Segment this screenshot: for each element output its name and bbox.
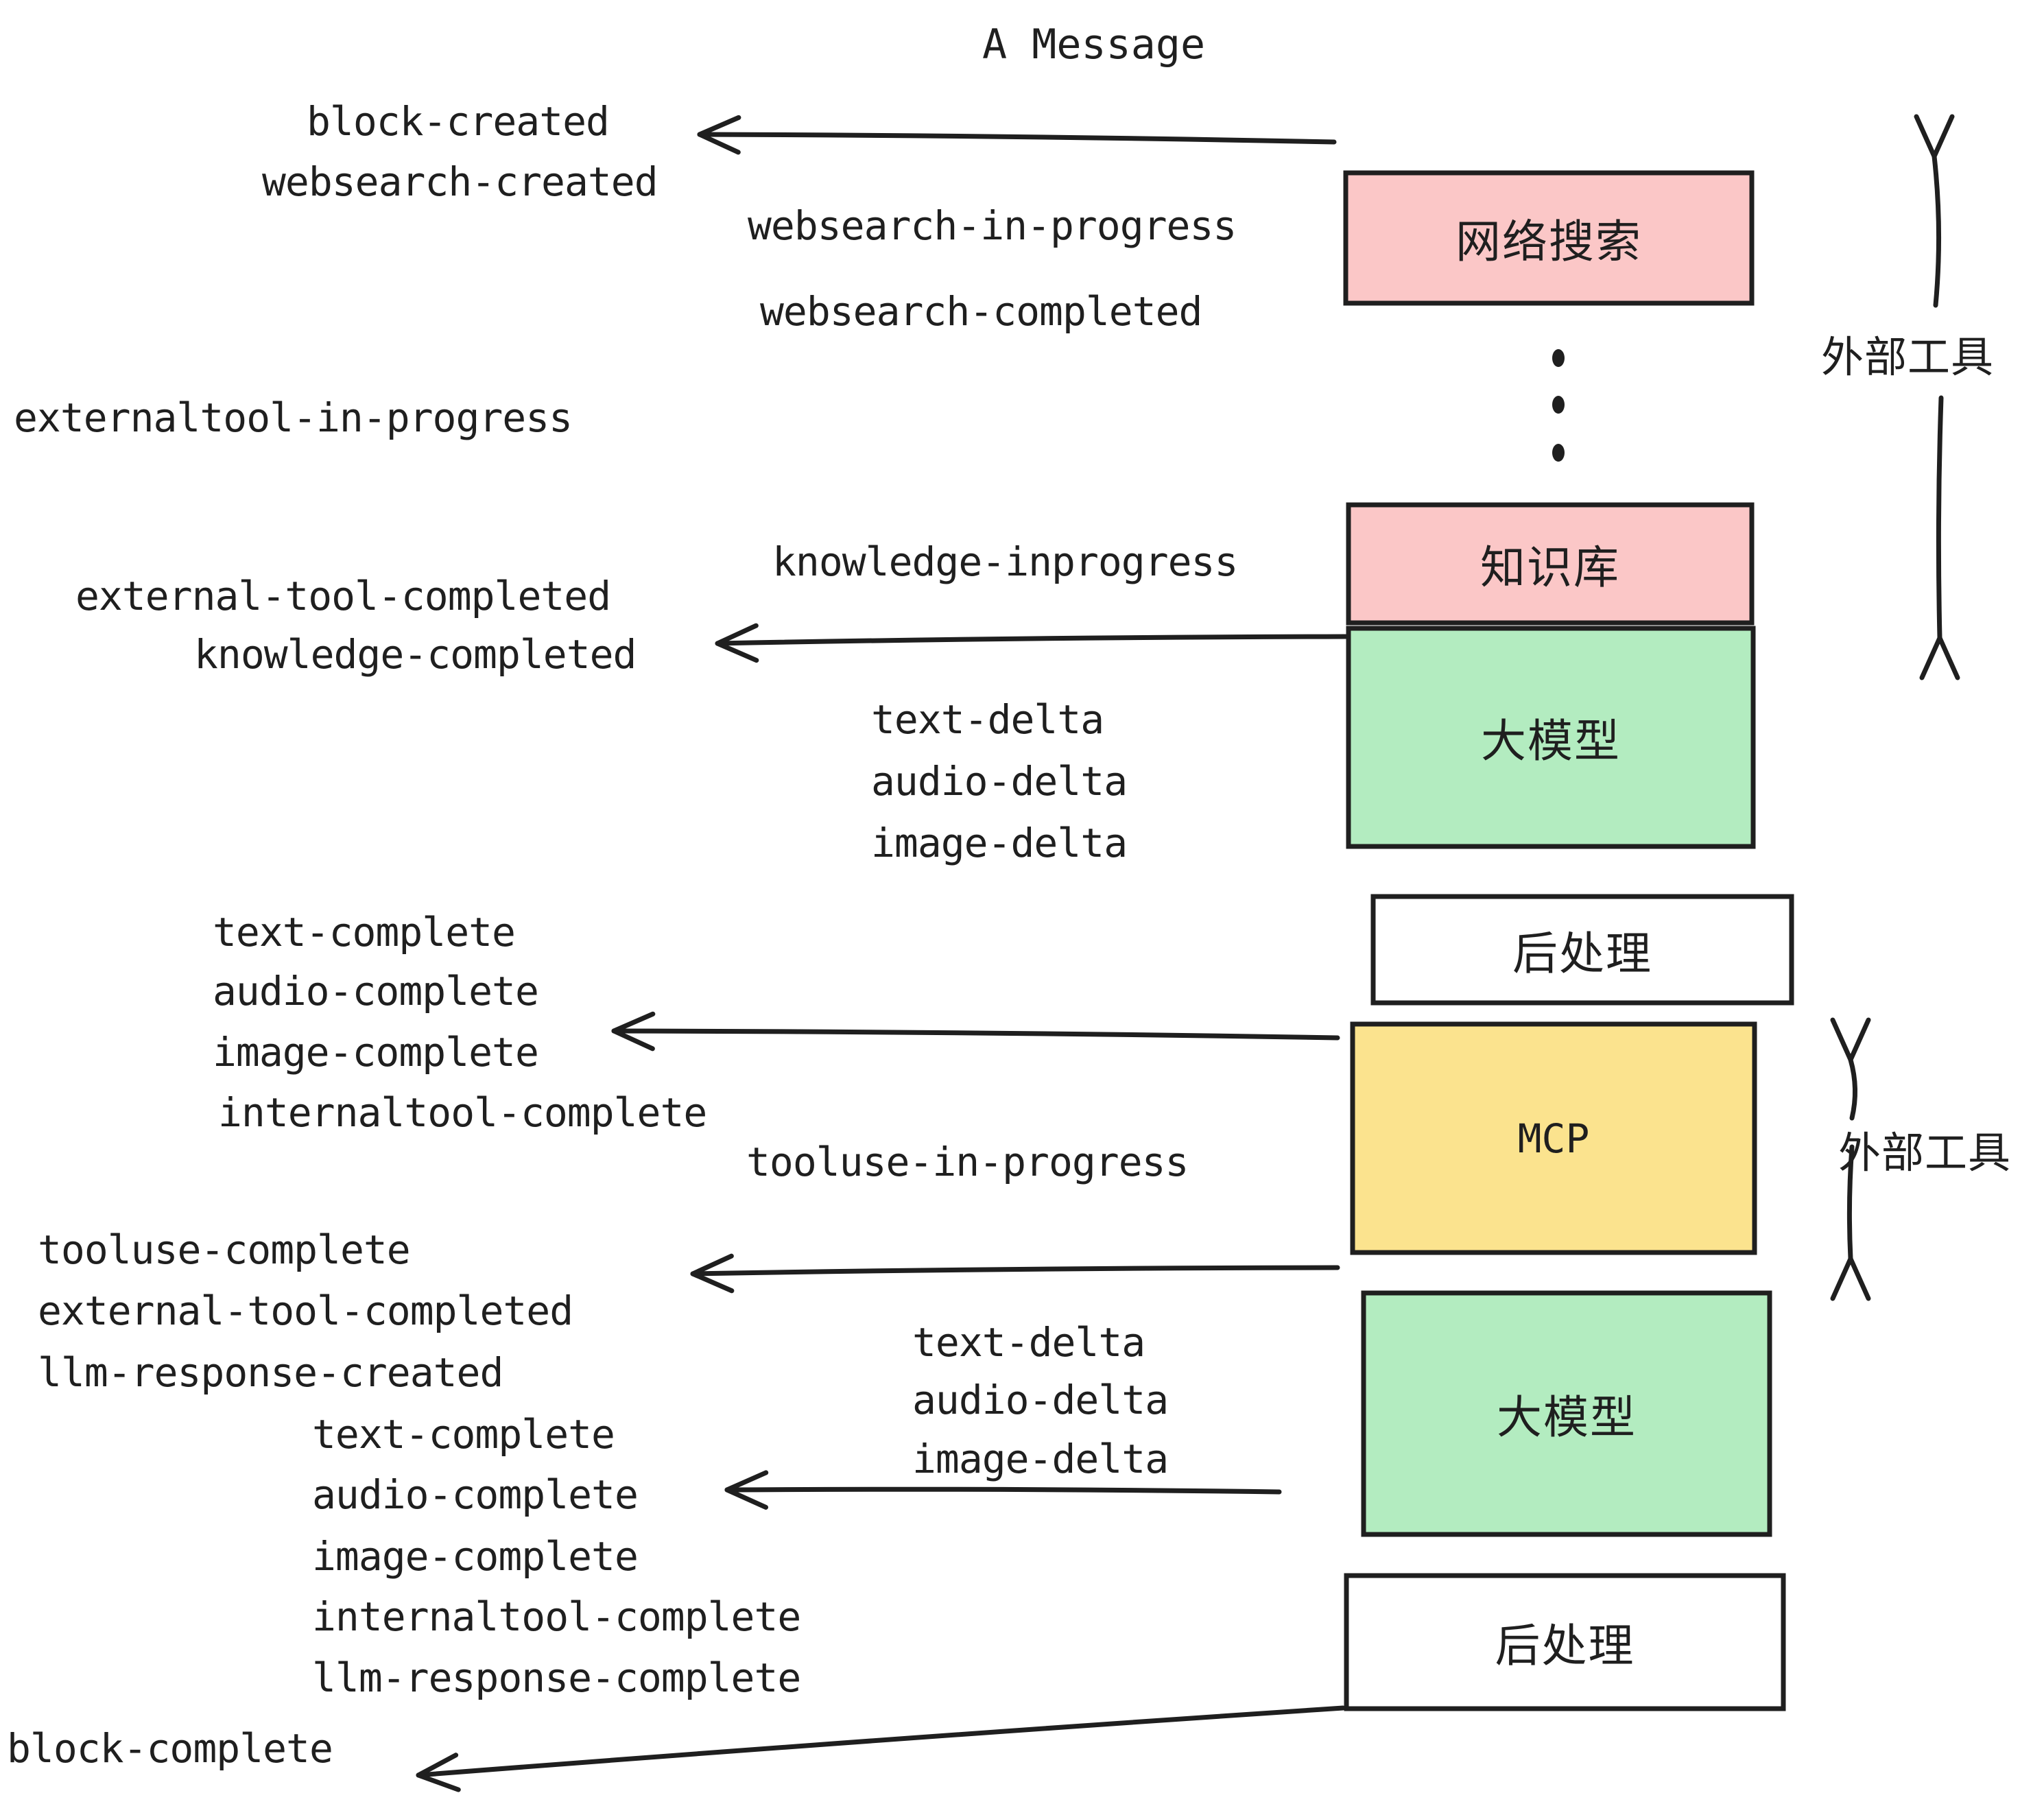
event-label-audio-delta-2: audio-delta bbox=[912, 1377, 1169, 1423]
box-label-llm-1: 大模型 bbox=[1481, 715, 1621, 768]
arrow-external-tool-arrow-up-top bbox=[1914, 114, 1955, 308]
event-label-llm-response-complete: llm-response-complete bbox=[312, 1654, 801, 1701]
event-label-text-complete-2: text-complete bbox=[312, 1411, 615, 1458]
dot-3-icon bbox=[1552, 444, 1565, 462]
box-mcp bbox=[1350, 1021, 1757, 1255]
box-label-postprocess-1: 后处理 bbox=[1512, 927, 1652, 980]
event-label-llm-response-created: llm-response-created bbox=[38, 1349, 503, 1396]
event-label-tooluse-in-progress: tooluse-in-progress bbox=[746, 1139, 1189, 1185]
arrow-arrow-knowledge-completed bbox=[715, 623, 1348, 663]
arrow-external-tool-arrow-down-bottom bbox=[1830, 1144, 1871, 1301]
event-label-image-complete-2: image-complete bbox=[312, 1533, 639, 1580]
event-label-image-complete-1: image-complete bbox=[213, 1029, 539, 1076]
event-label-audio-delta-1: audio-delta bbox=[871, 758, 1128, 805]
event-label-audio-complete-2: audio-complete bbox=[312, 1471, 639, 1518]
dot-1-icon bbox=[1552, 349, 1565, 367]
arrow-arrow-image-complete bbox=[611, 1011, 1340, 1052]
box-websearch bbox=[1343, 170, 1755, 306]
box-label-knowledge: 知识库 bbox=[1480, 541, 1620, 594]
event-label-websearch-completed: websearch-completed bbox=[760, 288, 1202, 335]
event-label-websearch-in-progress: websearch-in-progress bbox=[748, 202, 1237, 249]
event-label-block-created: block-created bbox=[307, 98, 610, 145]
event-label-internaltool-complete-1: internaltool-complete bbox=[218, 1089, 707, 1136]
arrow-arrow-audio-complete bbox=[724, 1470, 1282, 1510]
event-label-image-delta-2: image-delta bbox=[912, 1436, 1169, 1482]
box-label-mcp: MCP bbox=[1517, 1115, 1590, 1162]
event-label-external-tool-completed-1: external-tool-completed bbox=[75, 573, 611, 619]
box-llm-1 bbox=[1346, 626, 1756, 849]
side-label-external-tool-bottom: 外部工具 bbox=[1838, 1128, 2012, 1178]
event-label-knowledge-inprogress: knowledge-inprogress bbox=[772, 538, 1238, 585]
event-label-internaltool-complete-2: internaltool-complete bbox=[312, 1593, 801, 1640]
event-label-tooluse-complete: tooluse-complete bbox=[38, 1226, 411, 1273]
event-label-text-complete-1: text-complete bbox=[213, 909, 516, 956]
arrow-arrow-tooluse-complete bbox=[690, 1253, 1340, 1294]
box-postprocess-1 bbox=[1370, 894, 1794, 1006]
box-llm-2 bbox=[1361, 1290, 1772, 1537]
box-label-websearch: 网络搜索 bbox=[1455, 215, 1642, 268]
box-label-postprocess-2: 后处理 bbox=[1495, 1619, 1635, 1672]
arrow-external-tool-arrow-down-top bbox=[1919, 395, 1960, 680]
box-postprocess-2 bbox=[1344, 1573, 1786, 1711]
event-label-audio-complete-1: audio-complete bbox=[213, 968, 539, 1014]
event-label-external-tool-completed-2: external-tool-completed bbox=[38, 1287, 573, 1334]
box-label-llm-2: 大模型 bbox=[1497, 1391, 1637, 1444]
dot-2-icon bbox=[1552, 396, 1565, 414]
arrow-arrow-block-complete bbox=[416, 1705, 1346, 1792]
event-label-externaltool-in-progress: externaltool-in-progress bbox=[14, 394, 573, 441]
box-knowledge bbox=[1346, 502, 1755, 626]
event-label-image-delta-1: image-delta bbox=[871, 820, 1128, 866]
event-label-websearch-created: websearch-created bbox=[262, 158, 658, 205]
event-label-text-delta-2: text-delta bbox=[912, 1319, 1145, 1366]
arrow-external-tool-arrow-up-bottom bbox=[1830, 1017, 1871, 1121]
event-label-text-delta-1: text-delta bbox=[871, 696, 1104, 743]
side-label-external-tool-top: 外部工具 bbox=[1821, 332, 1995, 382]
diagram-title: A Message bbox=[982, 21, 1206, 69]
event-label-knowledge-completed: knowledge-completed bbox=[194, 631, 637, 678]
arrow-arrow-websearch-created bbox=[697, 115, 1337, 155]
event-label-block-complete: block-complete bbox=[7, 1725, 333, 1772]
